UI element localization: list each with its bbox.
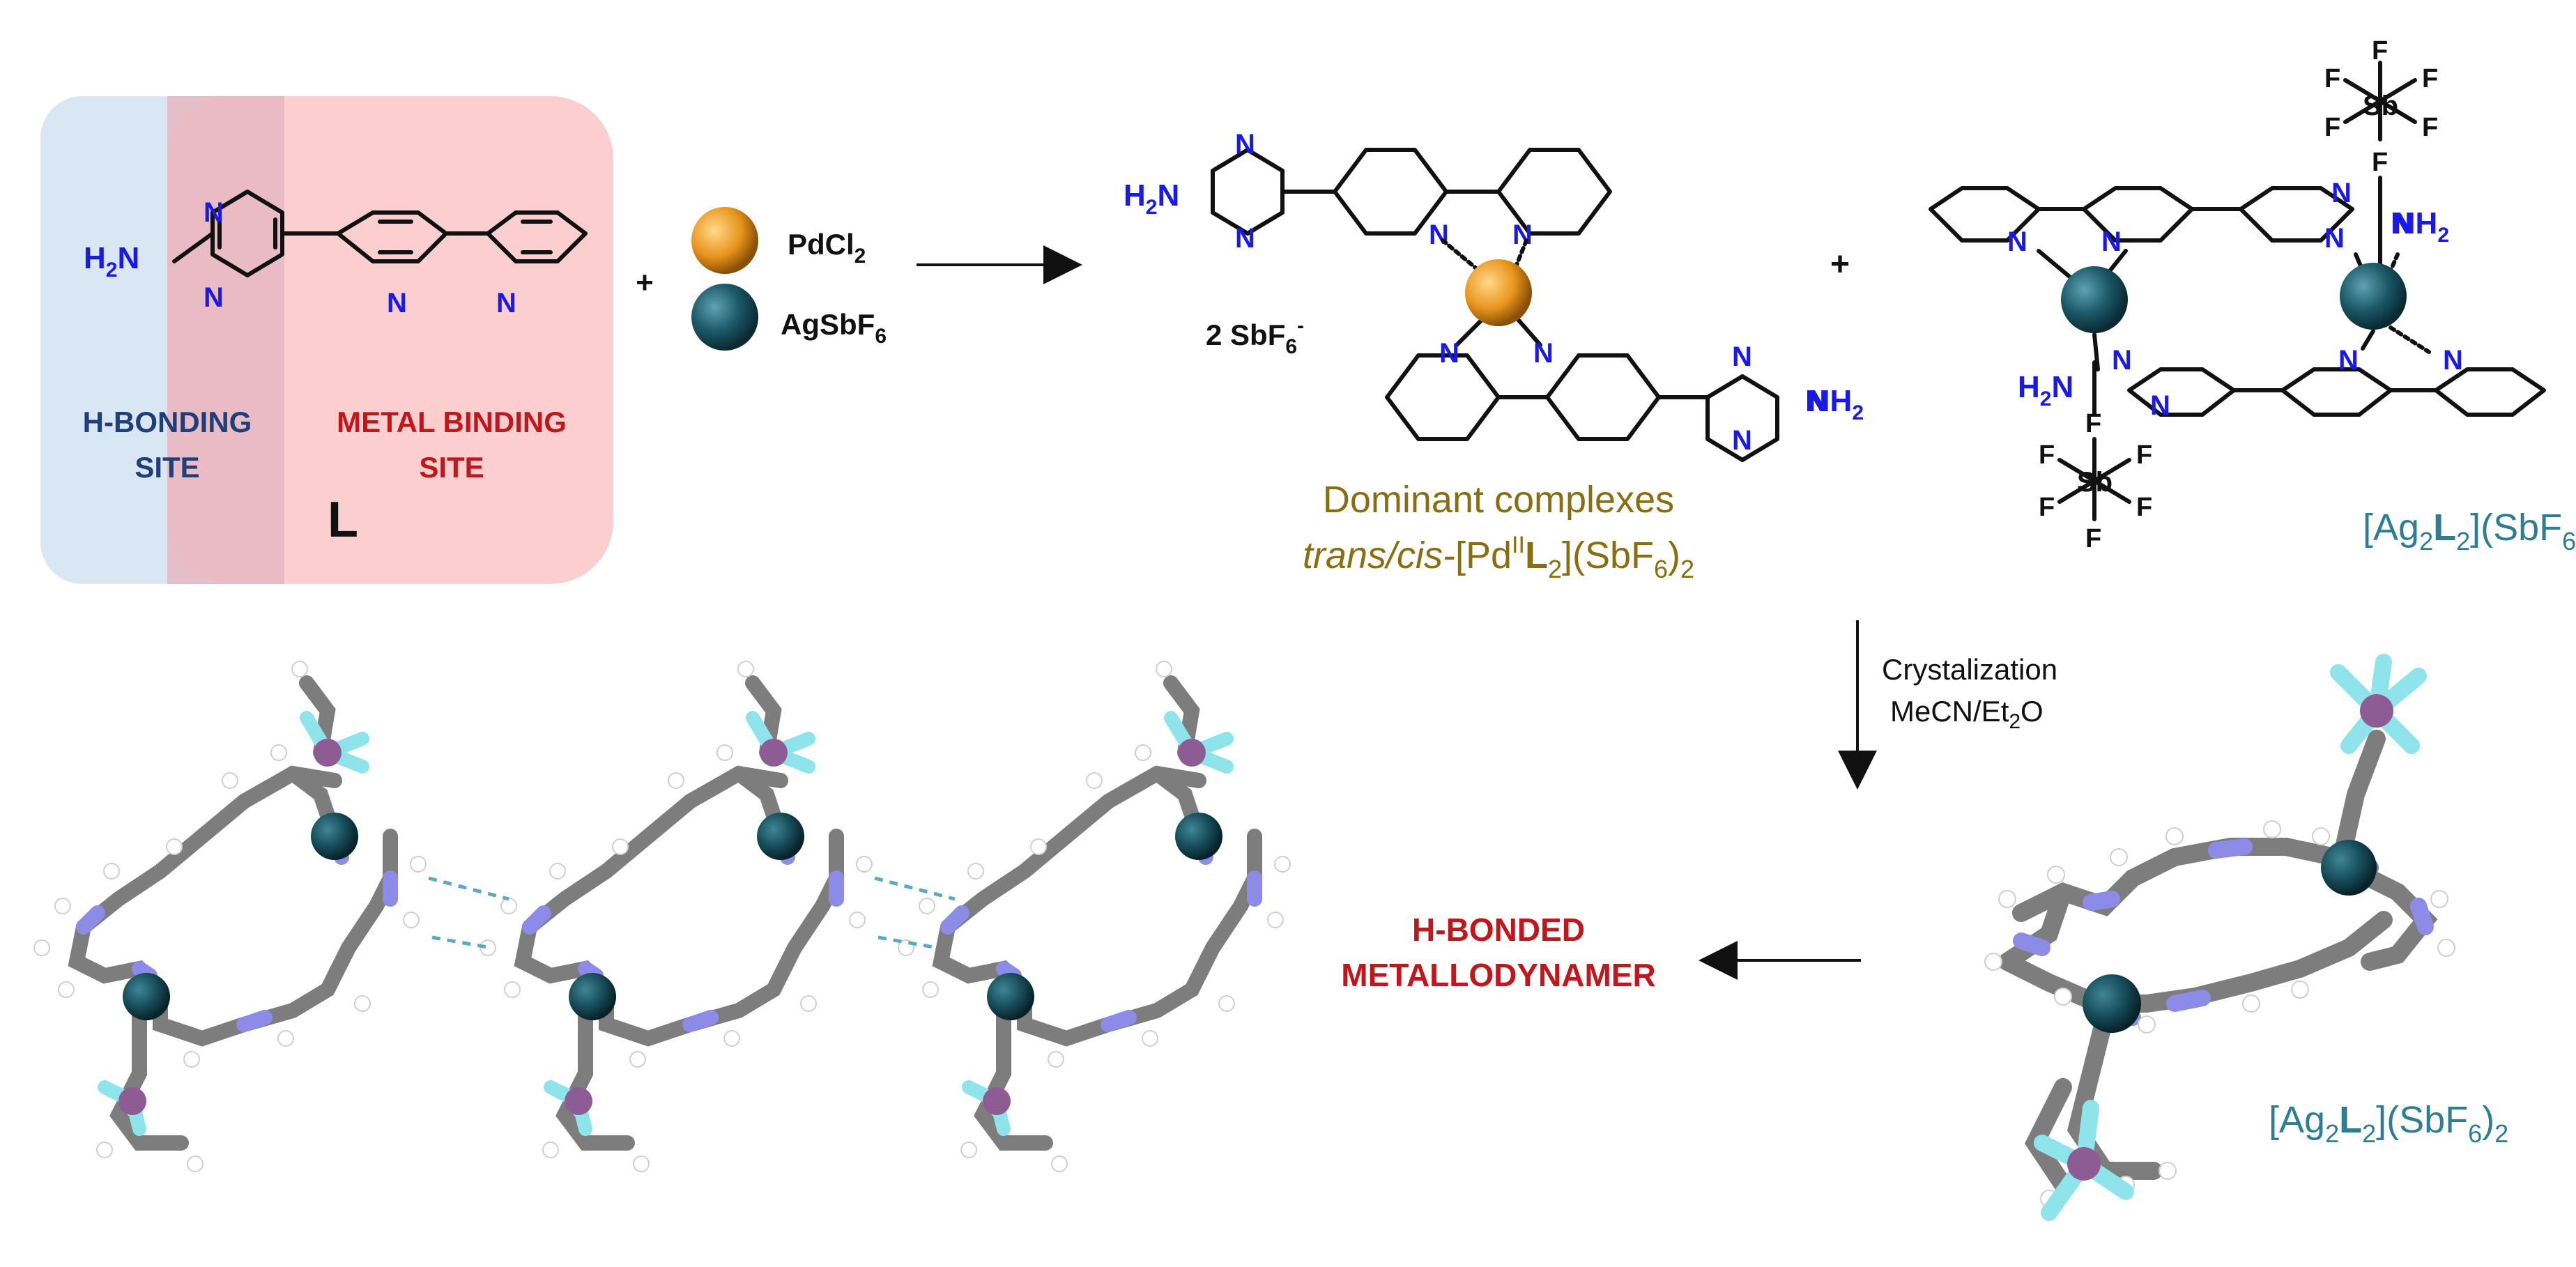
sb-top: Sb [2363, 91, 2398, 121]
pd-caption-line1: Dominant complexes [1323, 479, 1674, 521]
pd-top-N-b: N [1235, 223, 1255, 254]
f-bot-4: F [2136, 493, 2152, 522]
pd-sphere [691, 207, 758, 274]
reagents: + PdCl2 AgSbF6 [636, 207, 1082, 351]
product-label-line2: METALLODYNAMER [1341, 957, 1655, 993]
overlap-region [167, 96, 284, 584]
f-top-2: F [2324, 64, 2340, 93]
ligand-N-4: N [496, 288, 516, 318]
pd-top-N-a: N [1235, 129, 1255, 160]
ag-formula: [Ag2L2](SbF6)2 [2363, 507, 2576, 555]
ag-N-5: N [2112, 345, 2132, 376]
crystal-ag-right [2321, 840, 2377, 896]
pd-top-N-c: N [1429, 220, 1449, 250]
crystallization-line1: Crystalization [1882, 653, 2057, 686]
pd-bot-N-a: N [1439, 338, 1459, 369]
ag-N-2: N [2101, 226, 2122, 257]
crystal-structure-3d: [Ag2L2](SbF6)2 [1984, 654, 2508, 1221]
product-label-line1: H-BONDED [1412, 912, 1585, 948]
pd-top-N-d: N [1512, 220, 1533, 250]
sbf6-top: Sb F F F F F F [2324, 36, 2438, 270]
ag-center-left [2061, 266, 2128, 333]
chain-unit-2 [480, 661, 872, 1172]
crystal-ag-left [2083, 974, 2141, 1033]
f-top-3: F [2422, 64, 2438, 93]
f-top-4: F [2324, 113, 2340, 142]
h-bonding-label-line2: SITE [135, 451, 199, 484]
ag-N-7: N [2338, 345, 2359, 376]
f-top-1: F [2372, 36, 2388, 66]
sbf6-bottom: F Sb F F F F F [2039, 360, 2152, 553]
chain-ag-b [123, 973, 170, 1020]
ag-N-6: N [2150, 390, 2170, 421]
f-bot-3: F [2039, 493, 2055, 522]
ligand-N-1: N [204, 197, 224, 228]
pd-bot-N-d: N [1732, 425, 1752, 456]
ligand-symbol: L [328, 492, 358, 548]
pd-salt-label: PdCl2 [788, 228, 866, 268]
chain-unit-1 [33, 661, 427, 1172]
f-bot-2: F [2136, 440, 2152, 470]
sb-bot: Sb [2077, 467, 2113, 498]
ligand-panel: N N N N H2N H-BONDING SITE METAL BINDING… [40, 96, 613, 584]
pd-counterion: 2 SbF6- [1206, 314, 1304, 358]
ag-N-3: N [2331, 178, 2352, 208]
metallodynamer-chain-3d [33, 661, 1290, 1172]
chain-ag-a [311, 813, 358, 860]
ag-bot-amine: H2N [2018, 370, 2073, 410]
f-bot-5: F [2085, 524, 2101, 553]
pd-bot-N-c: N [1732, 341, 1752, 372]
ag-top-amine: NNH2 [2391, 206, 2449, 247]
ligand-N-2: N [204, 282, 224, 313]
pd-complex: H2N N N N N N N N N NNH2 2 SbF6- Dominan… [1124, 129, 1864, 583]
f-bot-1: F [2039, 440, 2055, 470]
pd-caption-line2: trans/cis-[PdIIL2](SbF6)2 [1303, 532, 1694, 583]
h-bonding-label-line1: H-BONDING [83, 406, 252, 438]
pd-bot-amine: NNH2 [1805, 384, 1864, 424]
ligand-structure: N N N N H2N [84, 190, 588, 318]
h-bonds [428, 876, 956, 950]
ag-plus: + [1830, 246, 1850, 283]
ag-N-4: N [2324, 223, 2345, 254]
pd-bot-N-b: N [1533, 338, 1554, 369]
pd-center [1465, 259, 1532, 326]
ag-sphere [691, 284, 758, 351]
f-top-6: F [2372, 148, 2388, 177]
crystallization-line2: MeCN/Et2O [1890, 695, 2044, 733]
ag-N-1: N [2007, 226, 2027, 257]
metal-binding-label-line2: SITE [419, 451, 484, 484]
product: H-BONDED METALLODYNAMER [1341, 912, 1861, 993]
ag-center-right [2340, 263, 2407, 330]
f-bot-0: F [2085, 409, 2101, 438]
pd-top-amine: H2N [1124, 178, 1179, 219]
reagent-plus: + [636, 266, 654, 300]
ag-complex-2d: + Sb F F F F F F N N N N NNH2 [1830, 36, 2576, 555]
ligand-amine: H2N [84, 241, 139, 282]
ligand-N-3: N [387, 288, 407, 318]
crystallization-step: Crystalization MeCN/Et2O [1838, 620, 2057, 790]
crystal-formula: [Ag2L2](SbF6)2 [2269, 1099, 2508, 1148]
metal-binding-label-line1: METAL BINDING [337, 406, 567, 438]
chain-unit-3 [898, 661, 1290, 1172]
ag-salt-label: AgSbF6 [781, 308, 887, 348]
ag-N-8: N [2443, 345, 2463, 376]
f-top-5: F [2422, 113, 2438, 142]
